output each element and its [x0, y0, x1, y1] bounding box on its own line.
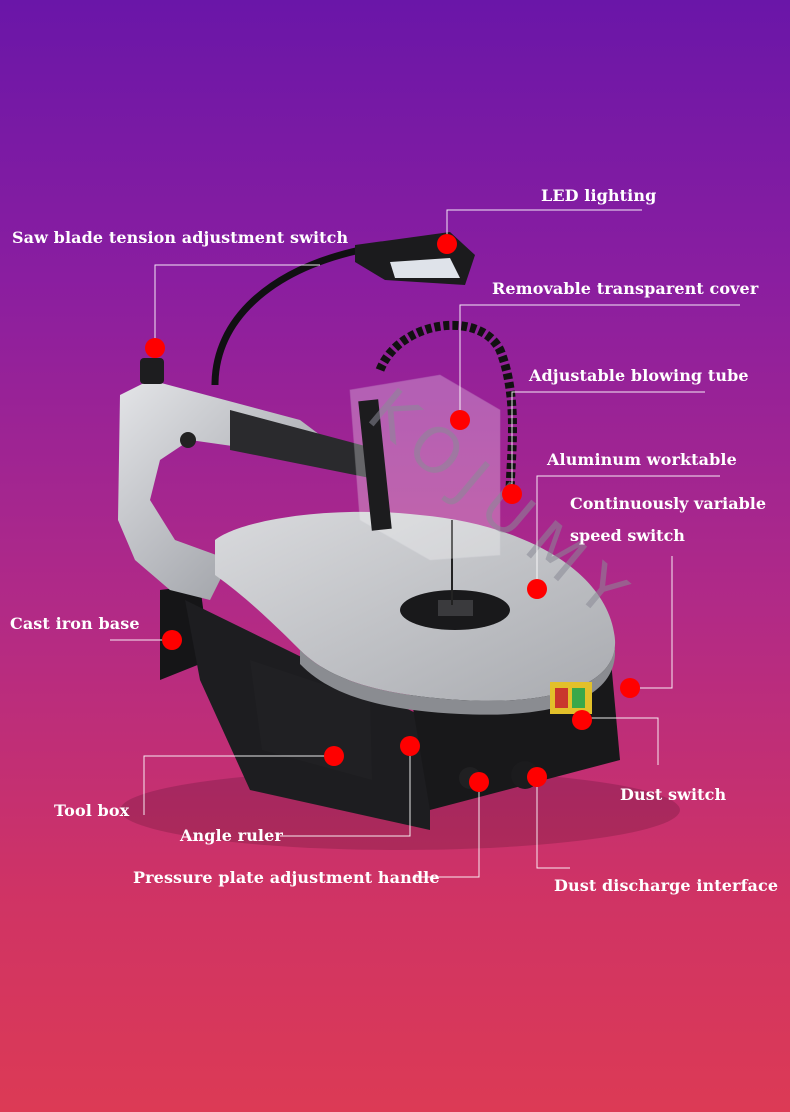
arm-knob [180, 432, 196, 448]
gooseneck [211, 246, 361, 386]
marker-base [162, 630, 182, 650]
label-pressure-plate: Pressure plate adjustment handle [133, 868, 440, 887]
marker-cover [450, 410, 470, 430]
label-led-lighting: LED lighting [541, 186, 657, 205]
label-cast-iron-base: Cast iron base [10, 614, 140, 633]
label-saw-blade-tension: Saw blade tension adjustment switch [12, 228, 349, 247]
leader-dust-switch [582, 717, 659, 765]
leader-cover [459, 304, 740, 420]
marker-pressure [469, 772, 489, 792]
marker-speed [620, 678, 640, 698]
leader-tube [511, 391, 705, 494]
label-removable-cover: Removable transparent cover [492, 279, 759, 298]
marker-angle [400, 736, 420, 756]
label-speed-switch-line2: speed switch [570, 526, 685, 545]
tension-knob [140, 358, 164, 384]
marker-toolbox [324, 746, 344, 766]
blade-slot [438, 600, 473, 616]
switch-red [555, 688, 568, 708]
label-dust-switch: Dust switch [620, 785, 727, 804]
worktable-edge [300, 640, 616, 715]
leader-tension [154, 264, 320, 348]
leader-angle [280, 746, 411, 837]
switch-green [572, 688, 585, 708]
led-lens [390, 258, 460, 278]
leader-led [446, 209, 642, 244]
cover-frame [358, 399, 392, 531]
label-aluminum-worktable: Aluminum worktable [547, 450, 737, 469]
label-speed-switch-line1: Continuously variable [570, 494, 767, 513]
upper-arm-rail [230, 410, 380, 480]
label-angle-ruler: Angle ruler [180, 826, 283, 845]
marker-led [437, 234, 457, 254]
marker-tube [502, 484, 522, 504]
leader-speed [632, 556, 673, 689]
marker-dust-discharge [527, 767, 547, 787]
label-blowing-tube: Adjustable blowing tube [529, 366, 749, 385]
leader-dust-discharge [536, 777, 570, 869]
marker-dust-switch [572, 710, 592, 730]
leader-toolbox [143, 755, 334, 815]
leader-pressure [413, 782, 480, 878]
marker-tension [145, 338, 165, 358]
label-tool-box: Tool box [54, 801, 130, 820]
marker-worktable [527, 579, 547, 599]
leader-worktable [536, 475, 720, 589]
label-dust-discharge: Dust discharge interface [554, 876, 779, 895]
